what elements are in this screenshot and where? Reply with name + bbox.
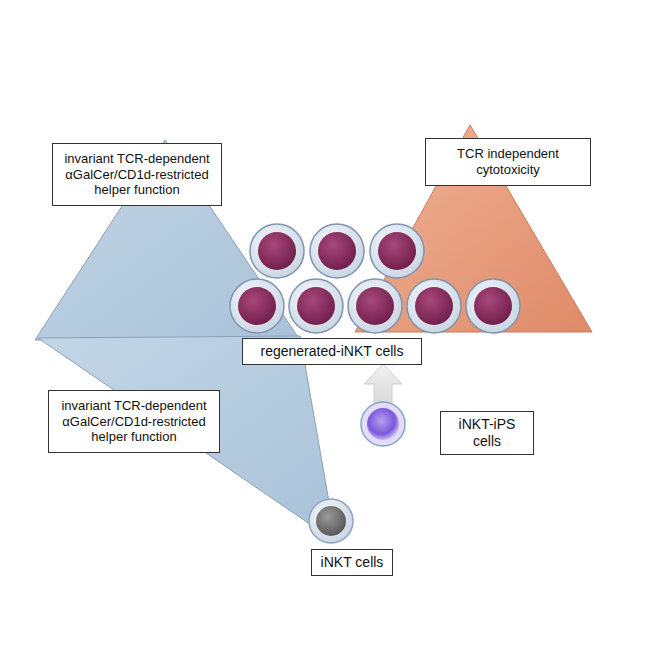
node-text: iNKT-iPS cells xyxy=(447,416,527,450)
function-box: invariant TCR-dependent αGalCer/CD1d-res… xyxy=(52,143,222,206)
cell-membrane xyxy=(310,224,364,278)
function-box: invariant TCR-dependent αGalCer/CD1d-res… xyxy=(48,390,220,453)
helper-triangle-lower xyxy=(38,336,336,542)
cell-nucleus xyxy=(258,232,296,270)
cell-label-box: iNKT-iPS cells xyxy=(440,411,534,455)
cell-membrane xyxy=(348,279,402,333)
cell-membrane xyxy=(289,279,343,333)
function-box: TCR independent cytotoxicity xyxy=(425,138,591,186)
cell-membrane xyxy=(466,279,520,333)
cytotoxicity-triangle xyxy=(355,125,592,332)
node-text: invariant TCR-dependent αGalCer/CD1d-res… xyxy=(55,398,213,445)
regenerated-cells xyxy=(230,224,520,333)
cell-nucleus xyxy=(318,232,356,270)
differentiation-arrow xyxy=(364,364,402,404)
cell-membrane xyxy=(407,279,461,333)
node-text: iNKT cells xyxy=(321,554,384,571)
cell-membrane xyxy=(370,224,424,278)
node-text: regenerated-iNKT cells xyxy=(261,343,404,360)
cell-label-box: iNKT cells xyxy=(311,549,393,576)
cell-nucleus xyxy=(415,287,453,325)
ips-cell xyxy=(367,408,399,440)
node-text: invariant TCR-dependent αGalCer/CD1d-res… xyxy=(59,151,215,198)
cell-nucleus xyxy=(238,287,276,325)
ips-cell-glow xyxy=(361,402,405,446)
cell-nucleus xyxy=(297,287,335,325)
inkt-cell-nucleus xyxy=(316,506,346,536)
cell-label-box: regenerated-iNKT cells xyxy=(242,338,422,365)
cell-nucleus xyxy=(378,232,416,270)
cell-membrane xyxy=(250,224,304,278)
inkt-cell xyxy=(309,499,353,543)
cell-nucleus xyxy=(474,287,512,325)
cell-membrane xyxy=(230,279,284,333)
node-text: TCR independent cytotoxicity xyxy=(432,146,584,177)
cell-nucleus xyxy=(356,287,394,325)
